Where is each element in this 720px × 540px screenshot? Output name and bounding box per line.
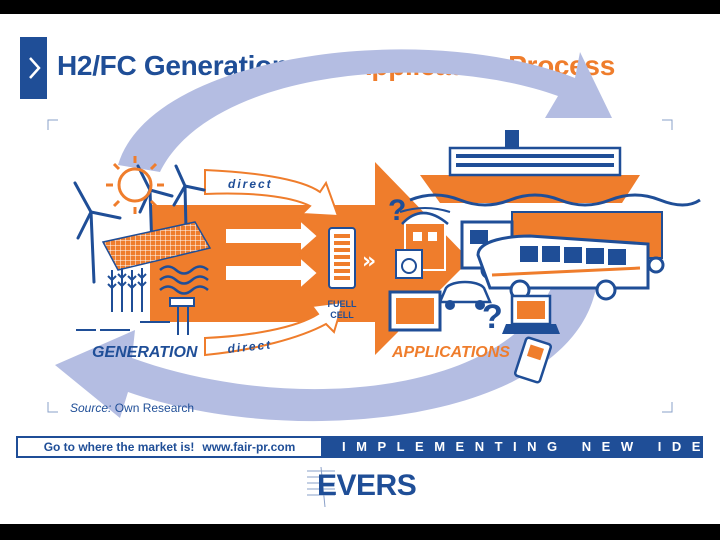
- logo-lines-icon: [307, 466, 335, 508]
- cruise-ship-icon: [399, 130, 701, 213]
- direct-arrow-lower: [204, 300, 345, 357]
- wind-turbine-icon: [73, 164, 206, 284]
- chevron-right-icon: [28, 57, 41, 79]
- footer-band: Go to where the market is! www.fair-pr.c…: [16, 436, 720, 458]
- source-note: Source: Own Research: [70, 401, 194, 415]
- title-chevron-tab: [20, 37, 47, 99]
- car-icon: [438, 280, 492, 310]
- solar-panel-icon: [101, 221, 212, 271]
- washing-machine-icon: [395, 249, 423, 279]
- bottom-black-bar: [0, 524, 720, 540]
- footer-url-link[interactable]: www.fair-pr.com: [202, 440, 296, 454]
- generation-label: GENERATION: [92, 344, 198, 361]
- top-black-bar: [0, 0, 720, 14]
- upper-cycle-arrow: [118, 49, 612, 172]
- cycle-arrows: [55, 49, 612, 422]
- fuel-cell-label-line1: FUELL: [328, 299, 357, 309]
- direct-label-lower: direct: [227, 337, 273, 356]
- footer-slogan: IMPLEMENTING NEW IDEAS: [342, 439, 720, 454]
- inner-arrows: [224, 217, 320, 292]
- market-text: Go to where the market is!: [43, 440, 195, 454]
- lower-cycle-arrow: [55, 286, 596, 422]
- mobile-phone-icon: [513, 336, 553, 384]
- grain-icon: [107, 268, 147, 312]
- geothermal-icon: [76, 297, 195, 335]
- applications-label: APPLICATIONS: [391, 344, 510, 361]
- chevrons-icon: »: [362, 249, 376, 274]
- question-mark-lower: ?: [482, 298, 503, 336]
- evers-logo: EVERS: [305, 465, 417, 509]
- sun-icon: [106, 156, 164, 214]
- bus-icon: [476, 234, 665, 301]
- source-label: Source:: [70, 401, 112, 415]
- question-mark-upper: ?: [388, 194, 406, 227]
- laptop-icon: [502, 294, 560, 334]
- water-wave-icon: [159, 265, 209, 295]
- fuel-cell-label-line2: CELL: [330, 310, 354, 320]
- frame-corners: [47, 119, 673, 413]
- direct-arrow-upper: [204, 168, 340, 218]
- footer-market-box: Go to where the market is! www.fair-pr.c…: [18, 438, 321, 456]
- source-text: Own Research: [114, 401, 195, 415]
- fuel-cell-icon: [328, 227, 356, 289]
- tv-icon: [388, 290, 442, 332]
- direct-label-upper: direct: [228, 177, 273, 191]
- logo-text: EVERS: [317, 469, 417, 502]
